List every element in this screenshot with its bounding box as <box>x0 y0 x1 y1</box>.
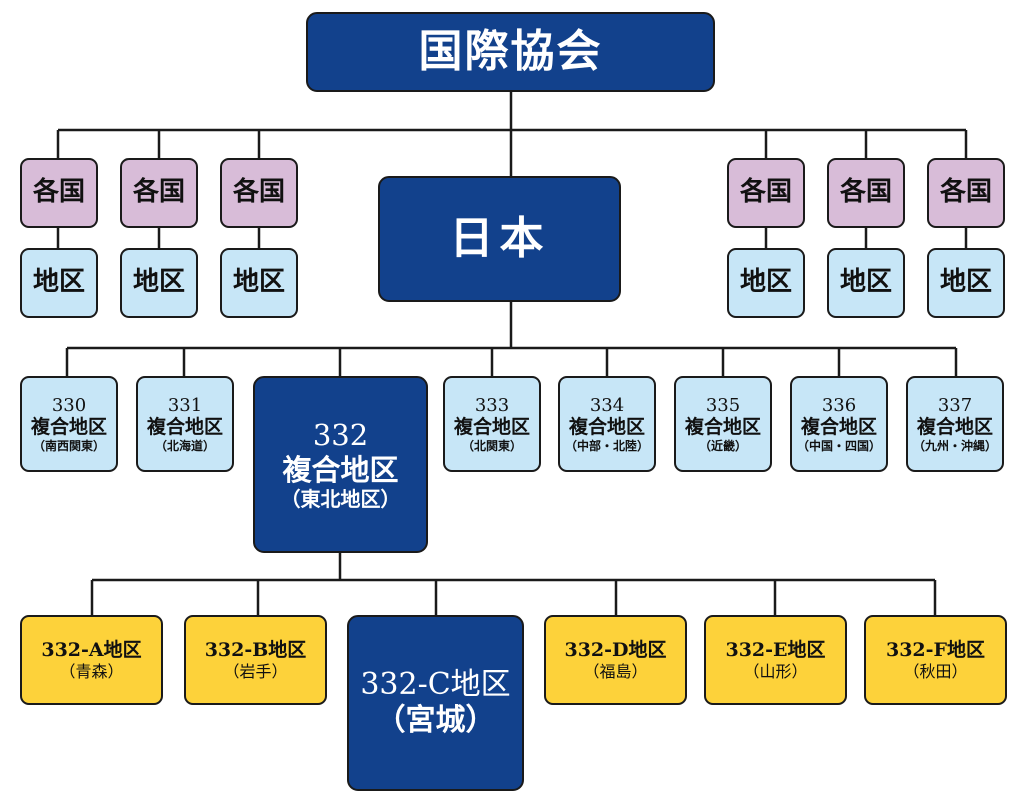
multiple-district-number: 331 <box>167 394 203 416</box>
district-box: 地区 <box>727 248 805 318</box>
district-box: 地区 <box>120 248 198 318</box>
country-label: 各国 <box>939 177 992 208</box>
country-box: 各国 <box>927 158 1005 228</box>
multiple-district-region: （九州・沖縄） <box>912 439 997 453</box>
district-label: 地区 <box>939 267 992 298</box>
country-label: 各国 <box>32 177 85 208</box>
sub-district-box-f: 332-F地区 （秋田） <box>864 615 1007 705</box>
japan-box: 日本 <box>378 176 621 302</box>
multiple-district-box-330: 330 複合地区 （南西関東） <box>20 376 118 472</box>
country-box: 各国 <box>727 158 805 228</box>
country-box: 各国 <box>220 158 298 228</box>
sub-district-region: （岩手） <box>223 661 288 681</box>
district-label: 地区 <box>839 267 892 298</box>
multiple-district-region: （近畿） <box>698 439 747 453</box>
multiple-district-name: 複合地区 <box>800 416 877 439</box>
country-label: 各国 <box>132 177 185 208</box>
sub-district-name: 332-F地区 <box>885 639 986 661</box>
sub-district-name: 332-A地区 <box>41 639 142 661</box>
country-box: 各国 <box>120 158 198 228</box>
multiple-district-box-332: 332 複合地区 （東北地区） <box>253 376 428 553</box>
district-label: 地区 <box>132 267 185 298</box>
japan-label: 日本 <box>449 212 550 264</box>
multiple-district-region: （中国・四国） <box>796 439 881 453</box>
country-label: 各国 <box>739 177 792 208</box>
sub-district-region: （福島） <box>583 661 648 681</box>
multiple-district-region: （中部・北陸） <box>564 439 649 453</box>
sub-district-box-e: 332-E地区 （山形） <box>704 615 847 705</box>
multiple-district-name: 複合地区 <box>146 416 223 439</box>
multiple-district-region: （東北地区） <box>280 487 401 512</box>
multiple-district-number: 335 <box>705 394 741 416</box>
multiple-district-name: 複合地区 <box>684 416 761 439</box>
district-box: 地区 <box>827 248 905 318</box>
multiple-district-number: 336 <box>821 394 857 416</box>
multiple-district-region: （北関東） <box>461 439 522 453</box>
multiple-district-box-333: 333 複合地区 （北関東） <box>443 376 541 472</box>
multiple-district-number: 332 <box>312 417 369 452</box>
multiple-district-box-331: 331 複合地区 （北海道） <box>136 376 234 472</box>
multiple-district-number: 337 <box>937 394 973 416</box>
district-box: 地区 <box>220 248 298 318</box>
multiple-district-name: 複合地区 <box>453 416 530 439</box>
sub-district-name: 332-C地区 <box>360 667 511 702</box>
multiple-district-name: 複合地区 <box>568 416 645 439</box>
multiple-district-box-336: 336 複合地区 （中国・四国） <box>790 376 888 472</box>
country-box: 各国 <box>20 158 98 228</box>
district-label: 地区 <box>232 267 285 298</box>
sub-district-region: （宮城） <box>375 703 496 738</box>
sub-district-region: （山形） <box>743 661 808 681</box>
district-box: 地区 <box>20 248 98 318</box>
sub-district-box-d: 332-D地区 （福島） <box>544 615 687 705</box>
sub-district-name: 332-E地区 <box>725 639 826 661</box>
multiple-district-number: 330 <box>51 394 87 416</box>
multiple-district-name: 複合地区 <box>916 416 993 439</box>
multiple-district-region: （北海道） <box>154 439 215 453</box>
country-label: 各国 <box>232 177 285 208</box>
country-box: 各国 <box>827 158 905 228</box>
district-label: 地区 <box>32 267 85 298</box>
international-association-box: 国際協会 <box>306 12 715 92</box>
multiple-district-name: 複合地区 <box>30 416 107 439</box>
sub-district-box-c: 332-C地区 （宮城） <box>347 615 524 791</box>
multiple-district-region: （南西関東） <box>32 439 105 453</box>
multiple-district-number: 334 <box>589 394 625 416</box>
sub-district-name: 332-B地区 <box>204 639 307 661</box>
sub-district-box-b: 332-B地区 （岩手） <box>184 615 327 705</box>
multiple-district-name: 複合地区 <box>282 452 399 487</box>
multiple-district-box-335: 335 複合地区 （近畿） <box>674 376 772 472</box>
multiple-district-box-337: 337 複合地区 （九州・沖縄） <box>906 376 1004 472</box>
multiple-district-number: 333 <box>474 394 510 416</box>
international-association-label: 国際協会 <box>418 25 603 77</box>
sub-district-name: 332-D地区 <box>564 639 667 661</box>
multiple-district-box-334: 334 複合地区 （中部・北陸） <box>558 376 656 472</box>
district-box: 地区 <box>927 248 1005 318</box>
sub-district-region: （青森） <box>59 661 124 681</box>
sub-district-box-a: 332-A地区 （青森） <box>20 615 163 705</box>
district-label: 地区 <box>739 267 792 298</box>
sub-district-region: （秋田） <box>903 661 968 681</box>
country-label: 各国 <box>839 177 892 208</box>
